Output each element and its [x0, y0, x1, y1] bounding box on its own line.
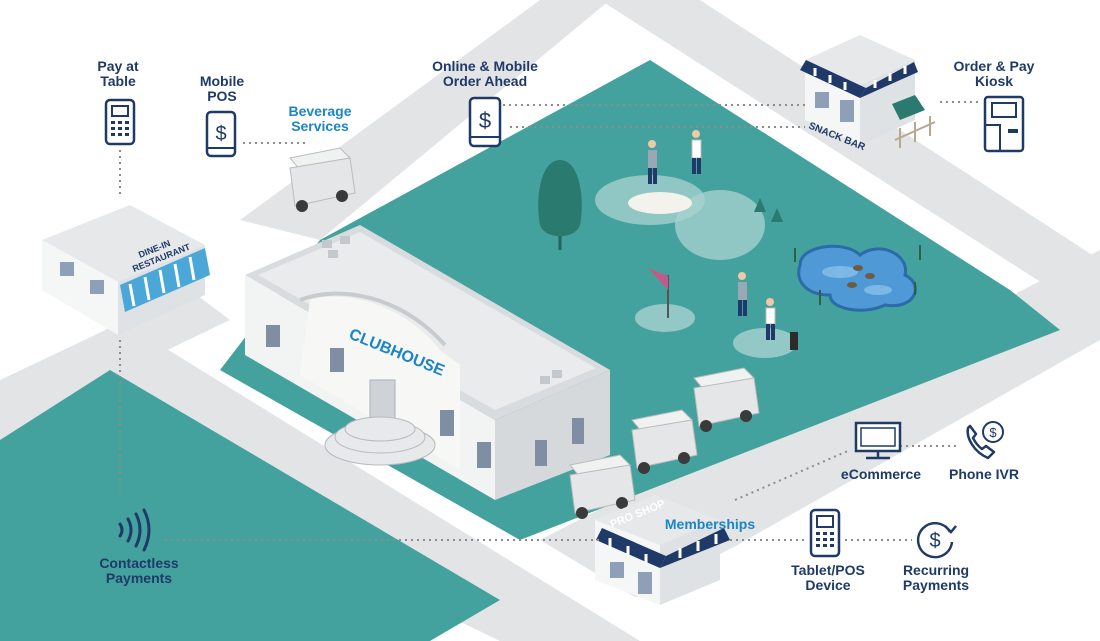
pay-at-table-label: Pay at Table	[97, 58, 139, 89]
phone-ivr-icon: $	[966, 421, 1004, 460]
recurring-dollar-glyph: $	[929, 530, 940, 552]
dotted-connectors	[119, 101, 982, 541]
fairways	[595, 175, 797, 358]
ecommerce-label: eCommerce	[840, 466, 922, 482]
phone-ivr-dollar-glyph: $	[989, 425, 997, 440]
beverage-services-label: Beverage Services	[288, 103, 352, 134]
pond	[794, 244, 921, 312]
contactless-payments-label: Contactless Payments	[99, 555, 179, 586]
contactless-icon	[118, 508, 151, 552]
trees	[538, 160, 783, 250]
tablet-pos-device-label: Tablet/POS Device	[791, 562, 865, 593]
phone-ivr-label: Phone IVR	[948, 466, 1019, 482]
snack-bar-building: SNACK BAR	[800, 35, 936, 154]
kiosk-icon	[983, 95, 1025, 153]
golfers	[648, 130, 798, 350]
recurring-payments-label: Recurring Payments	[902, 562, 970, 593]
mobile-pos-label: Mobile POS	[199, 73, 245, 104]
online-order-dollar-glyph: $	[479, 108, 491, 133]
golf-flag	[648, 268, 669, 318]
dine-in-restaurant-building: DINE-IN RESTAURANT	[42, 205, 210, 335]
lower-left-field	[0, 370, 500, 641]
pro-shop-building: PRO SHOP	[595, 495, 730, 605]
card-terminal-icon	[104, 98, 136, 146]
order-pay-kiosk-label: Order & Pay Kiosk	[953, 58, 1035, 89]
mobile-pos-dollar-glyph: $	[215, 123, 226, 145]
memberships-label: Memberships	[664, 516, 756, 532]
clubhouse-building: CLUBHOUSE	[245, 225, 610, 500]
mobile-pos-phone-icon: $	[205, 110, 237, 158]
online-mobile-order-label: Online & Mobile Order Ahead	[432, 58, 538, 89]
online-order-phone-icon: $	[468, 96, 502, 148]
recurring-payments-icon: $	[916, 522, 957, 559]
tablet-pos-terminal-icon	[809, 508, 841, 558]
golf-carts	[289, 147, 760, 519]
ecommerce-monitor-icon	[854, 421, 902, 460]
